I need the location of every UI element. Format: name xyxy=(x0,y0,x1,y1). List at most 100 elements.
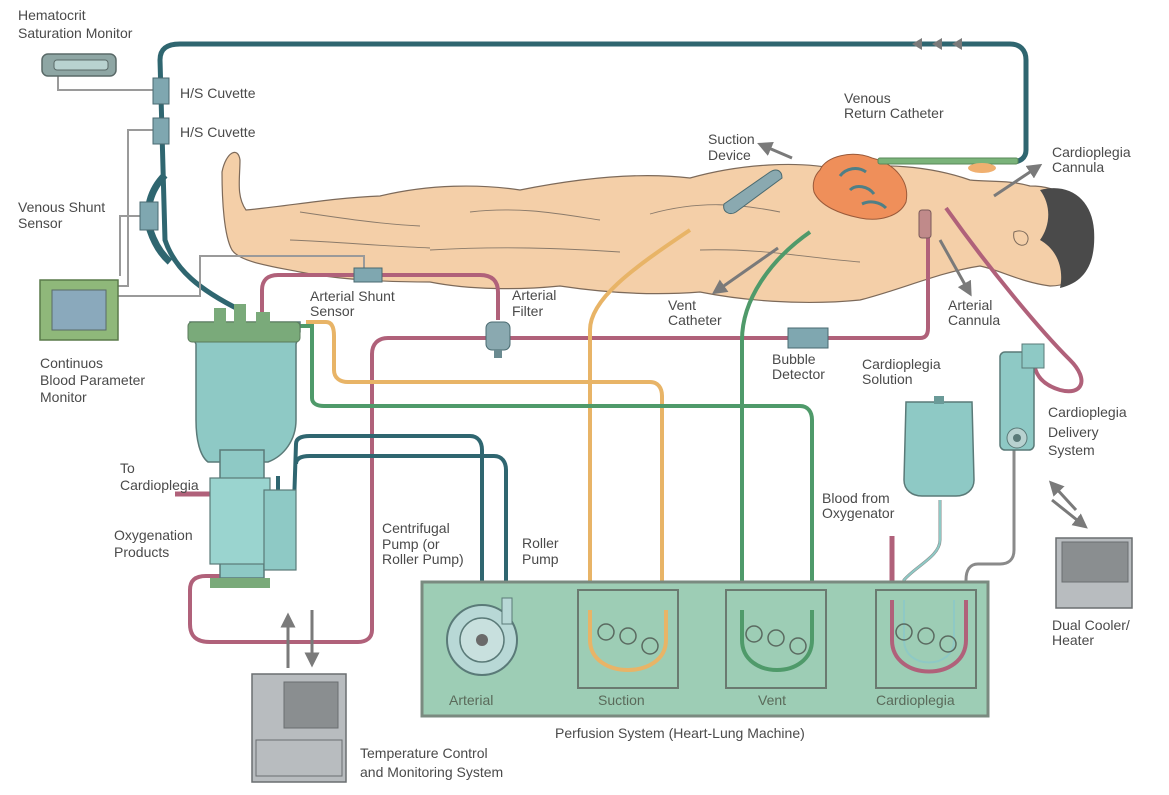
svg-text:Delivery: Delivery xyxy=(1048,424,1099,440)
svg-text:Temperature Control: Temperature Control xyxy=(360,745,488,761)
svg-text:Cardioplegia: Cardioplegia xyxy=(120,477,199,493)
oxygenator-icon xyxy=(187,304,301,588)
svg-text:Pump (or: Pump (or xyxy=(382,536,440,552)
svg-text:Centrifugal: Centrifugal xyxy=(382,520,450,536)
venous-return-line xyxy=(157,41,1029,313)
svg-text:Cannula: Cannula xyxy=(1052,159,1104,175)
dual-cooler-heater-icon xyxy=(1055,537,1133,609)
blood-param-monitor-icon xyxy=(39,279,119,341)
label-suction-device: Suction Device xyxy=(708,131,755,163)
patient-arm-lines xyxy=(429,204,861,263)
suction-pump-icon xyxy=(577,589,679,689)
label-oxygenation-products: Oxygenation Products xyxy=(114,527,193,560)
label-cardioplegia-solution: Cardioplegia Solution xyxy=(862,356,941,387)
svg-text:Device: Device xyxy=(708,147,751,163)
bubble-detector-icon xyxy=(787,327,829,349)
svg-text:Roller: Roller xyxy=(522,535,559,551)
label-venous-shunt-sensor: Venous Shunt Sensor xyxy=(18,199,105,231)
suction-device-icon xyxy=(723,169,783,215)
pump-label-suction: Suction xyxy=(598,692,645,708)
patient-ear xyxy=(1013,230,1029,246)
svg-text:Blood Parameter: Blood Parameter xyxy=(40,372,145,388)
label-venous-return-catheter: Venous Return Catheter xyxy=(844,90,944,121)
svg-text:Roller Pump): Roller Pump) xyxy=(382,551,464,567)
svg-text:Filter: Filter xyxy=(512,303,543,319)
label-bubble-detector: Bubble Detector xyxy=(772,351,825,382)
svg-text:Detector: Detector xyxy=(772,366,825,382)
label-dual-cooler-heater: Dual Cooler/ Heater xyxy=(1052,617,1130,648)
hs-cuvette-1-icon xyxy=(152,77,170,105)
cardioplegia-solution-bag xyxy=(903,396,975,497)
svg-text:Cardioplegia: Cardioplegia xyxy=(1048,404,1127,420)
svg-text:Arterial Shunt: Arterial Shunt xyxy=(310,288,395,304)
svg-text:System: System xyxy=(1048,442,1095,458)
label-blood-param-monitor: Continuos Blood Parameter Monitor xyxy=(40,355,145,405)
cardioplegia-pump-icon xyxy=(875,589,977,689)
label-centrifugal-pump: Centrifugal Pump (or Roller Pump) xyxy=(382,520,464,567)
svg-text:Cardioplegia: Cardioplegia xyxy=(862,356,941,372)
catheter-tip xyxy=(968,163,996,173)
sensor-wires xyxy=(57,74,365,297)
arterial-filter-icon xyxy=(485,321,511,358)
svg-text:Arterial: Arterial xyxy=(948,297,992,313)
suction-line xyxy=(306,228,692,660)
svg-text:Saturation Monitor: Saturation Monitor xyxy=(18,25,133,41)
svg-text:Sensor: Sensor xyxy=(18,215,63,231)
patient-body xyxy=(221,151,1095,304)
svg-text:Return Catheter: Return Catheter xyxy=(844,105,944,121)
label-hs-cuvette-1: H/S Cuvette xyxy=(180,85,256,101)
hs-cuvette-2-icon xyxy=(152,117,170,145)
svg-text:Cannula: Cannula xyxy=(948,312,1000,328)
label-roller-pump: Roller Pump xyxy=(522,535,559,567)
svg-text:Blood from: Blood from xyxy=(822,490,890,506)
cardioplegia-line xyxy=(944,206,1084,394)
svg-text:Monitor: Monitor xyxy=(40,389,87,405)
hematocrit-monitor-icon xyxy=(41,53,117,77)
svg-text:Continuos: Continuos xyxy=(40,355,103,371)
svg-text:Venous Shunt: Venous Shunt xyxy=(18,199,105,215)
svg-text:Arterial: Arterial xyxy=(512,287,556,303)
pump-label-arterial: Arterial xyxy=(449,692,493,708)
svg-text:Solution: Solution xyxy=(862,371,913,387)
patient-hair xyxy=(1040,188,1095,288)
vent-pump-icon xyxy=(725,589,827,689)
cooler-line xyxy=(188,336,498,644)
svg-text:Products: Products xyxy=(114,544,169,560)
pump-label-cardioplegia: Cardioplegia xyxy=(876,692,955,708)
pump-label-vent: Vent xyxy=(758,692,786,708)
arterial-cannula-icon xyxy=(918,209,932,239)
svg-text:Venous: Venous xyxy=(844,90,891,106)
label-blood-from-oxygenator: Blood from Oxygenator xyxy=(822,490,895,521)
svg-text:To: To xyxy=(120,460,135,476)
flow-arrows xyxy=(280,142,1088,668)
svg-text:Catheter: Catheter xyxy=(668,312,722,328)
label-to-cardioplegia: To Cardioplegia xyxy=(120,460,199,493)
label-vent-catheter: Vent Catheter xyxy=(668,297,722,328)
label-hs-cuvette-2: H/S Cuvette xyxy=(180,124,256,140)
temperature-control-icon xyxy=(251,673,347,783)
svg-text:Bubble: Bubble xyxy=(772,351,816,367)
label-arterial-filter: Arterial Filter xyxy=(512,287,556,319)
svg-text:Oxygenator: Oxygenator xyxy=(822,505,895,521)
label-cardioplegia-delivery: Cardioplegia Delivery System xyxy=(1048,404,1127,458)
machine-title: Perfusion System (Heart-Lung Machine) xyxy=(555,725,805,741)
heart-vessels xyxy=(838,167,888,210)
svg-text:Sensor: Sensor xyxy=(310,303,355,319)
arterial-shunt-sensor-icon xyxy=(353,267,383,283)
venous-shunt-sensor-icon xyxy=(139,201,159,231)
cardioplegia-delivery-icon xyxy=(999,343,1045,451)
svg-text:Dual Cooler/: Dual Cooler/ xyxy=(1052,617,1130,633)
svg-text:Suction: Suction xyxy=(708,131,755,147)
svg-text:Heater: Heater xyxy=(1052,632,1094,648)
svg-text:Pump: Pump xyxy=(522,551,559,567)
vent-line xyxy=(300,230,814,660)
label-hematocrit-monitor: Hematocrit Saturation Monitor xyxy=(18,7,133,41)
perfusion-machine xyxy=(420,580,990,718)
svg-text:Hematocrit: Hematocrit xyxy=(18,7,86,23)
svg-text:and Monitoring System: and Monitoring System xyxy=(360,764,503,780)
patient-hip-lines xyxy=(289,211,431,249)
flow-arrows-top xyxy=(912,38,962,50)
label-arterial-shunt-sensor: Arterial Shunt Sensor xyxy=(310,288,395,319)
label-temperature-control: Temperature Control and Monitoring Syste… xyxy=(360,745,503,780)
